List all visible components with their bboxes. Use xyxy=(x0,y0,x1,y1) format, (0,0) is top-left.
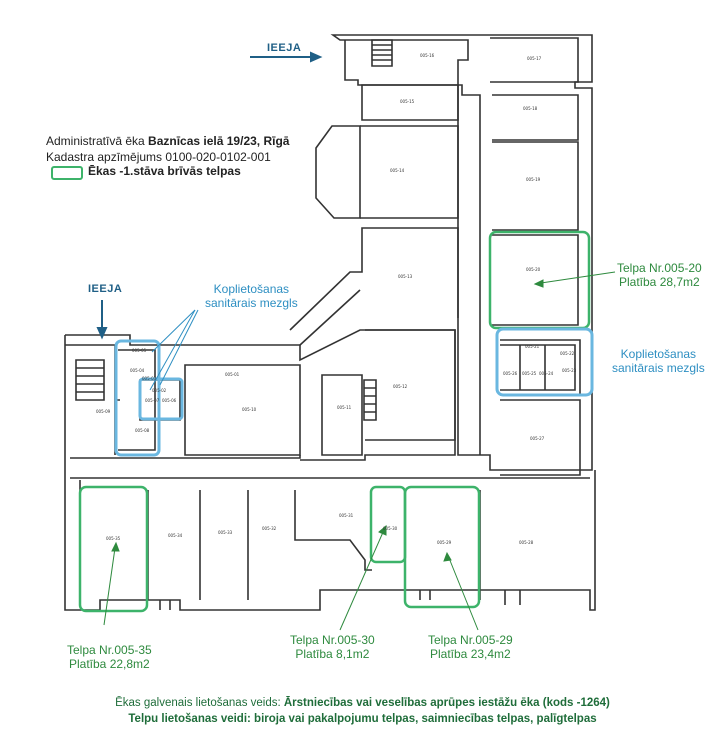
svg-text:005-10: 005-10 xyxy=(242,407,257,412)
svg-text:005-17: 005-17 xyxy=(527,56,542,61)
svg-text:005-26: 005-26 xyxy=(503,371,518,376)
svg-text:005-31: 005-31 xyxy=(339,513,354,518)
highlight-sanitary-left-inner xyxy=(138,377,184,421)
highlight-room-005-35 xyxy=(78,485,149,613)
svg-text:005-18: 005-18 xyxy=(523,106,538,111)
highlight-room-005-29 xyxy=(403,485,481,609)
entrance-arrows xyxy=(96,51,323,340)
svg-text:005-21: 005-21 xyxy=(525,344,540,349)
svg-text:005-13: 005-13 xyxy=(398,274,413,279)
sanitary-right-line2: sanitārais mezgls xyxy=(612,360,705,375)
svg-text:005-24: 005-24 xyxy=(539,371,554,376)
svg-text:005-33: 005-33 xyxy=(218,530,233,535)
svg-text:005-11: 005-11 xyxy=(337,405,352,410)
sanitary-callout-leaders xyxy=(149,309,199,391)
svg-text:005-27: 005-27 xyxy=(530,436,545,441)
footer-room-uses: Telpu lietošanas veidi: biroja vai pakal… xyxy=(128,713,597,725)
address-prefix: Administratīvā ēka xyxy=(46,134,149,148)
room-005-29-callout: Telpa Nr.005-29 Platība 23,4m2 xyxy=(428,633,513,662)
room35-number: Telpa Nr.005-35 xyxy=(67,643,152,657)
room-callout-leaders xyxy=(103,271,616,631)
footer-main-use: Ēkas galvenais lietošanas veids: Ārstnie… xyxy=(0,697,725,710)
available-rooms-highlights xyxy=(78,230,591,613)
sanitary-left-line2: sanitārais mezgls xyxy=(205,295,298,310)
highlight-room-005-20 xyxy=(488,230,591,330)
sanitary-left-line1: Koplietošanas xyxy=(213,282,290,296)
sanitary-highlights xyxy=(114,327,594,457)
svg-text:005-34: 005-34 xyxy=(168,533,183,538)
footer-main-use-bold: Ārstniecības vai veselības aprūpes iestā… xyxy=(283,697,610,709)
svg-text:005-35: 005-35 xyxy=(106,536,121,541)
room29-number: Telpa Nr.005-29 xyxy=(428,633,513,647)
svg-text:005-05: 005-05 xyxy=(132,348,147,353)
building-outline xyxy=(64,34,596,611)
cadastral-number: Kadastra apzīmējums 0100-020-0102-001 xyxy=(46,150,271,164)
room20-area: Platība 28,7m2 xyxy=(619,274,700,289)
room-005-30-callout: Telpa Nr.005-30 Platība 8,1m2 xyxy=(290,633,375,662)
room29-area: Platība 23,4m2 xyxy=(430,646,511,661)
room-005-35-callout: Telpa Nr.005-35 Platība 22,8m2 xyxy=(67,643,152,672)
svg-text:005-29: 005-29 xyxy=(437,540,452,545)
svg-text:005-28: 005-28 xyxy=(519,540,534,545)
svg-text:005-22: 005-22 xyxy=(560,351,575,356)
svg-text:005-02: 005-02 xyxy=(152,388,167,393)
sanitary-left-callout: Koplietošanas sanitārais mezgls xyxy=(205,282,298,311)
svg-text:005-15: 005-15 xyxy=(400,99,415,104)
svg-text:005-25: 005-25 xyxy=(522,371,537,376)
highlight-sanitary-left xyxy=(114,339,161,457)
svg-text:005-14: 005-14 xyxy=(390,168,405,173)
entrance-label-top: IEEJA xyxy=(267,42,302,54)
svg-text:005-06: 005-06 xyxy=(162,398,177,403)
svg-text:005-23: 005-23 xyxy=(562,368,577,373)
svg-text:005-09: 005-09 xyxy=(96,409,111,414)
svg-text:005-04: 005-04 xyxy=(130,368,145,373)
arrow-right-icon xyxy=(310,51,323,63)
room35-area: Platība 22,8m2 xyxy=(69,656,150,671)
highlight-sanitary-right xyxy=(495,327,594,397)
svg-text:005-12: 005-12 xyxy=(393,384,408,389)
highlight-room-005-30 xyxy=(369,485,407,564)
room20-number: Telpa Nr.005-20 xyxy=(617,261,702,275)
svg-text:005-08: 005-08 xyxy=(135,428,150,433)
svg-text:005-19: 005-19 xyxy=(526,177,541,182)
address-bold: Baznīcas ielā 19/23, Rīgā xyxy=(148,134,290,148)
svg-text:005-30: 005-30 xyxy=(383,526,398,531)
building-address: Administratīvā ēka Baznīcas ielā 19/23, … xyxy=(46,134,290,149)
footer-main-use-prefix: Ēkas galvenais lietošanas veids: xyxy=(115,697,284,709)
arrow-down-icon xyxy=(96,327,108,340)
svg-text:005-32: 005-32 xyxy=(262,526,277,531)
sanitary-right-callout: Koplietošanas sanitārais mezgls xyxy=(612,347,705,376)
legend-label: Ēkas -1.stāva brīvās telpas xyxy=(88,164,241,178)
svg-text:005-01: 005-01 xyxy=(225,372,240,377)
svg-text:005-03: 005-03 xyxy=(142,376,157,381)
legend-swatch xyxy=(51,166,83,180)
room30-area: Platība 8,1m2 xyxy=(295,646,370,661)
svg-text:005-20: 005-20 xyxy=(526,267,541,272)
svg-text:005-07: 005-07 xyxy=(145,398,160,403)
svg-text:005-16: 005-16 xyxy=(420,53,435,58)
room30-number: Telpa Nr.005-30 xyxy=(290,633,375,647)
room-005-20-callout: Telpa Nr.005-20 Platība 28,7m2 xyxy=(617,261,702,290)
entrance-label-left: IEEJA xyxy=(88,283,123,295)
sanitary-right-line1: Koplietošanas xyxy=(620,347,697,361)
room-number-labels: 005-16 005-17 005-15 005-18 005-14 005-1… xyxy=(96,53,577,545)
